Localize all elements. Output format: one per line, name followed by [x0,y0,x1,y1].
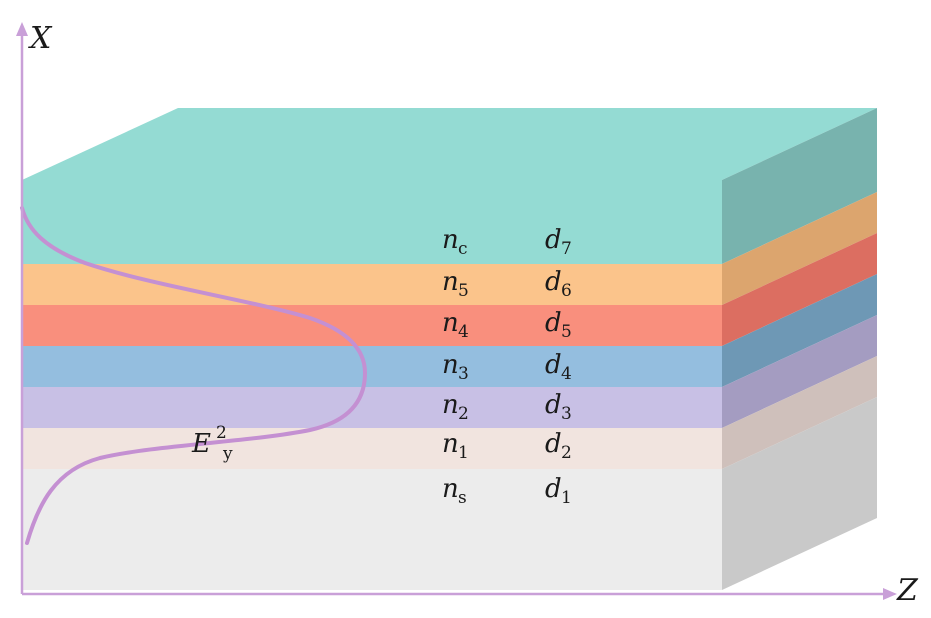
n-label-sub: 3 [458,364,469,384]
slab-top-face [22,108,877,180]
layer-front-n3 [22,346,722,387]
layer-front-n4 [22,305,722,346]
n-label-base: n [442,267,459,297]
axes: X Z [16,21,919,608]
d-label-base: d [545,308,562,338]
d-label-base: d [545,474,562,504]
label-row-n4: n 4 d 5 [442,308,572,342]
n-label-base: n [442,429,459,459]
n-label-base: n [442,225,459,255]
layer-front-faces [22,180,722,590]
d-label-base: d [545,267,562,297]
d-label-sub: 1 [561,488,572,508]
layer-side-faces [722,108,877,590]
d-label-sub: 5 [561,322,572,342]
layer-side-n5 [722,192,877,305]
n-label-base: n [442,308,459,338]
label-row-n1: n 1 d 2 [442,429,572,463]
layer-side-substrate [722,397,877,590]
layer-side-n3 [722,274,877,387]
n-label-base: n [442,350,459,380]
layer-side-n1 [722,356,877,469]
layer-front-n5 [22,264,722,305]
layer-side-n4 [722,233,877,346]
d-label-sub: 3 [561,404,572,424]
d-label-base: d [545,429,562,459]
layer-side-cladding [722,108,877,264]
field-intensity-curve [20,206,368,545]
x-axis-label: X [28,21,53,56]
layer-side-n2 [722,315,877,428]
n-label-base: n [442,474,459,504]
field-label-base: E [191,429,211,459]
label-row-n3: n 3 d 4 [442,350,572,384]
label-row-cladding: n c d 7 [442,225,572,259]
layer-front-cladding [22,180,722,264]
d-label-base: d [545,390,562,420]
layer-front-substrate [22,469,722,590]
d-label-sub: 4 [561,364,572,384]
layer-front-n2 [22,387,722,428]
x-axis-arrowhead [16,22,28,36]
n-label-sub: 1 [458,443,469,463]
n-label-sub: s [458,488,467,508]
n-label-sub: c [458,239,468,259]
d-label-base: d [545,225,562,255]
d-label-sub: 6 [561,281,572,301]
field-label-sub: y [222,444,233,464]
n-label-sub: 5 [458,281,469,301]
layer-labels: n c d 7 n 5 d 6 n 4 d 5 n 3 d 4 n 2 d 3 [442,225,572,508]
z-axis-label: Z [896,573,919,608]
d-label-base: d [545,350,562,380]
n-label-sub: 4 [458,322,469,342]
n-label-base: n [442,390,459,420]
z-axis-arrowhead [883,588,897,600]
layer-front-n1 [22,428,722,469]
label-row-n5: n 5 d 6 [442,267,572,301]
field-label-sup: 2 [216,423,227,443]
label-row-n2: n 2 d 3 [442,390,572,424]
field-label: E 2 y [191,423,233,464]
d-label-sub: 2 [561,443,572,463]
d-label-sub: 7 [561,239,572,259]
label-row-substrate: n s d 1 [442,474,572,508]
n-label-sub: 2 [458,404,469,424]
